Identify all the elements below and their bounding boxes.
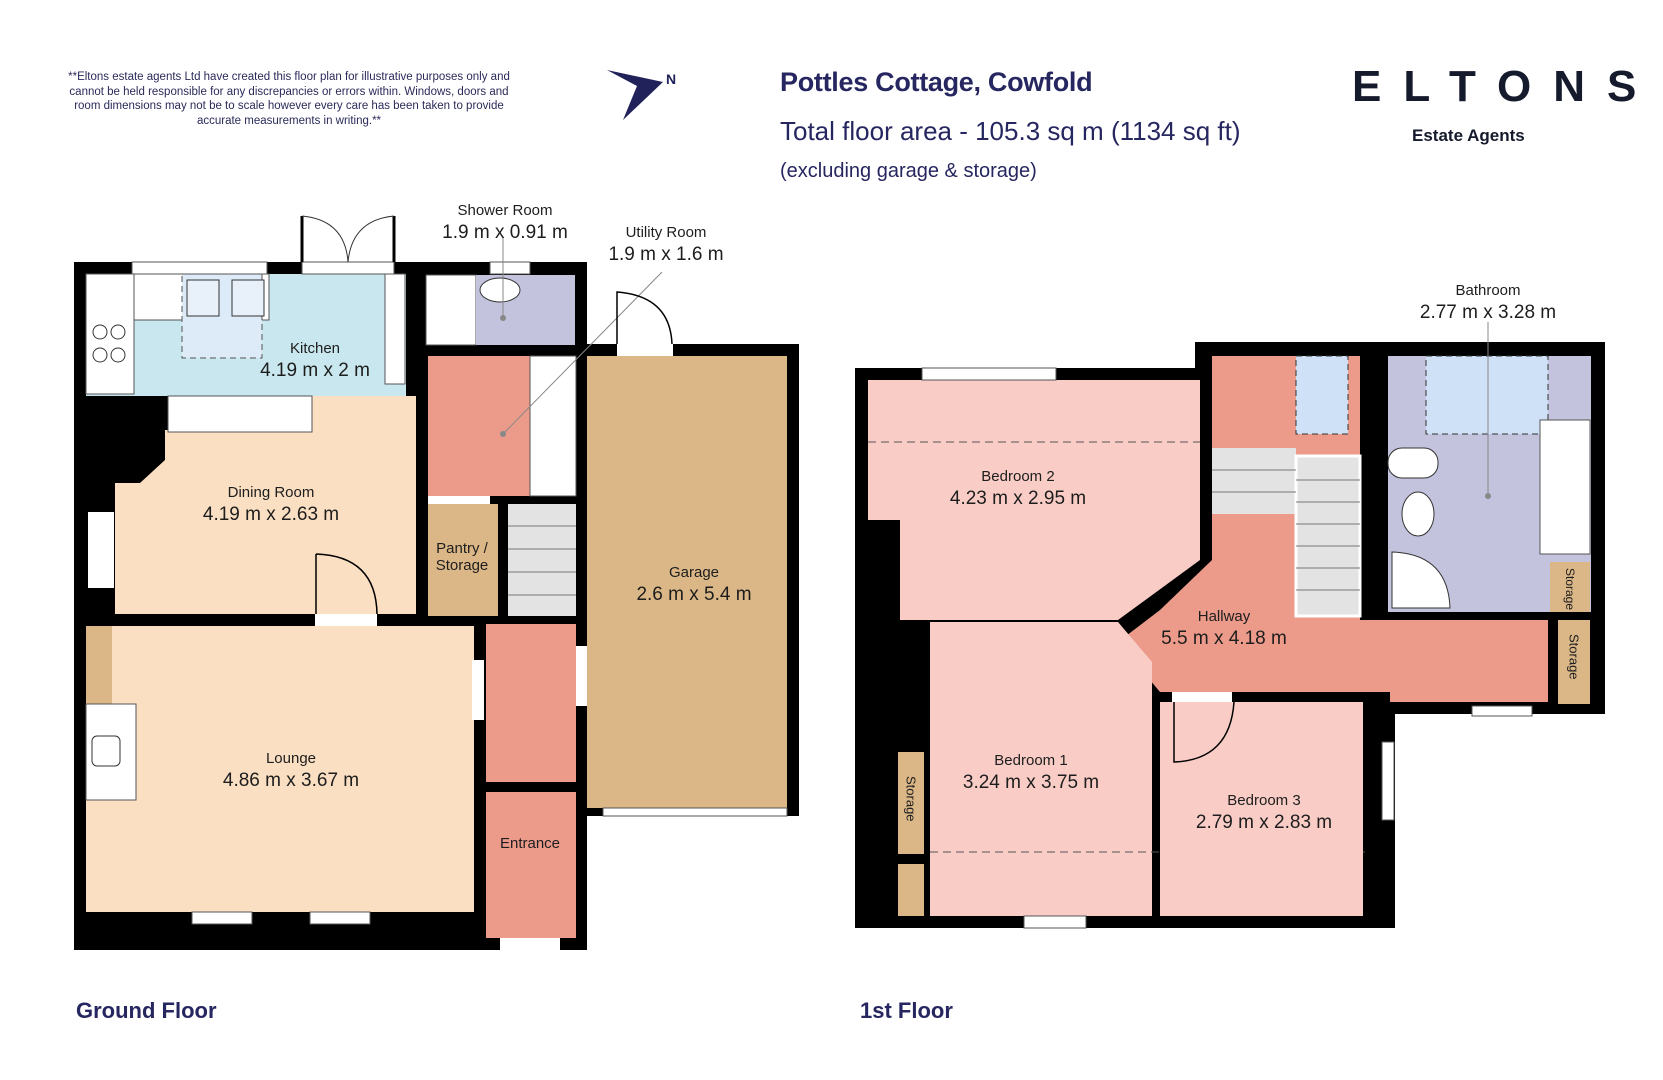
room-label-hallway: Hallway 5.5 m x 4.18 m bbox=[1161, 608, 1287, 649]
first-floor-label: 1st Floor bbox=[860, 998, 953, 1023]
room-label-storage: Storage bbox=[1563, 568, 1577, 611]
total-floor-area: Total floor area - 105.3 sq m (1134 sq f… bbox=[780, 116, 1241, 146]
room-label-bedroom-1: Bedroom 1 3.24 m x 3.75 m bbox=[962, 752, 1100, 793]
room-label-utility-room: Utility Room 1.9 m x 1.6 m bbox=[608, 224, 724, 265]
room-label-pantry: Pantry / Storage bbox=[435, 540, 489, 574]
area-note: (excluding garage & storage) bbox=[780, 160, 1037, 182]
storage-area bbox=[898, 752, 924, 854]
property-title: Pottles Cottage, Cowfold bbox=[780, 67, 1093, 97]
room-label-shower-room: Shower Room 1.9 m x 0.91 m bbox=[442, 202, 568, 243]
bedroom-3-area bbox=[1160, 702, 1363, 916]
garage-area bbox=[587, 356, 787, 808]
first-floor-plan bbox=[855, 322, 1605, 929]
entrance-area bbox=[486, 792, 576, 938]
storage-area bbox=[1558, 620, 1590, 704]
brand-logo: ELTONS bbox=[1352, 62, 1659, 111]
ground-floor-label: Ground Floor bbox=[76, 998, 217, 1023]
utility-room-area bbox=[428, 356, 530, 496]
compass-label: N bbox=[666, 71, 677, 87]
room-label-bedroom-3: Bedroom 3 2.79 m x 2.83 m bbox=[1195, 792, 1333, 833]
room-label-storage: Storage bbox=[903, 776, 919, 822]
dining-room-area bbox=[115, 396, 416, 614]
north-arrow-icon bbox=[607, 70, 663, 120]
inner-hall-area bbox=[486, 624, 576, 782]
bedroom-1-area bbox=[930, 622, 1152, 916]
storage-area bbox=[1550, 562, 1590, 612]
stairs bbox=[508, 504, 576, 616]
room-label-lounge: Lounge 4.86 m x 3.67 m bbox=[222, 750, 360, 791]
ground-floor-plan bbox=[74, 215, 799, 950]
pantry-area bbox=[428, 504, 498, 616]
room-label-storage: Storage bbox=[1566, 634, 1582, 680]
bedroom-2-area bbox=[868, 380, 1200, 620]
room-label-garage: Garage 2.6 m x 5.4 m bbox=[636, 564, 752, 605]
room-label-dining-room: Dining Room 4.19 m x 2.63 m bbox=[202, 484, 340, 525]
disclaimer-text: **Eltons estate agents Ltd have created … bbox=[68, 71, 510, 127]
room-label-kitchen: Kitchen 4.19 m x 2 m bbox=[260, 340, 370, 381]
room-label-bedroom-2: Bedroom 2 4.23 m x 2.95 m bbox=[949, 468, 1087, 509]
lounge-area bbox=[86, 626, 474, 912]
room-label-bathroom: Bathroom 2.77 m x 3.28 m bbox=[1419, 282, 1557, 323]
room-label-entrance: Entrance bbox=[499, 835, 561, 852]
brand-tagline: Estate Agents bbox=[1412, 126, 1525, 145]
